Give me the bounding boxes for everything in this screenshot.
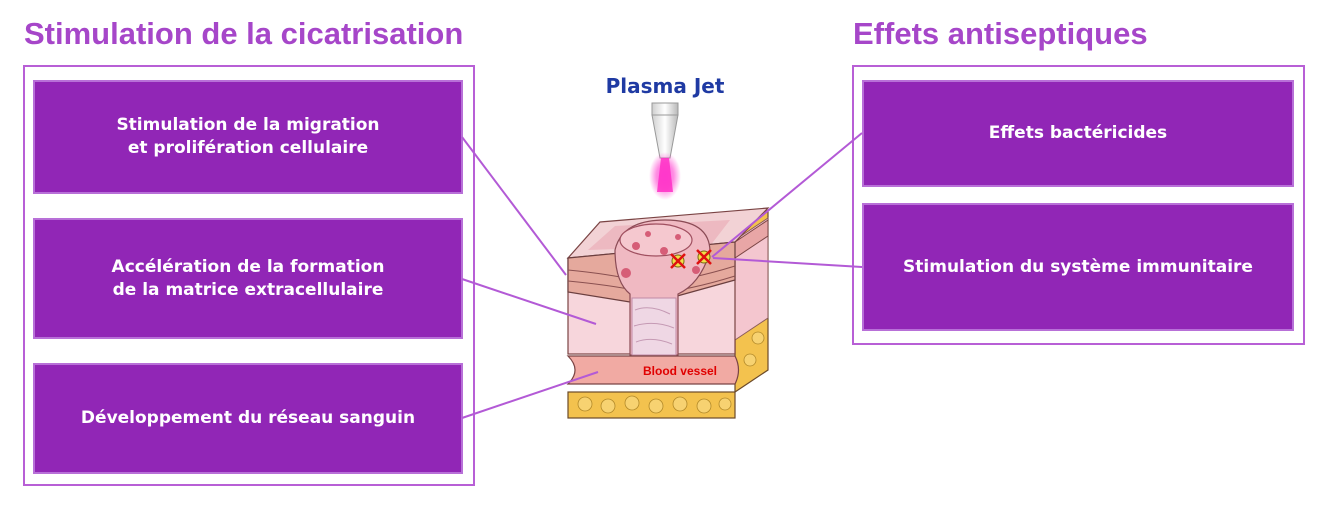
- extracellular-matrix-box: Accélération de la formation de la matri…: [33, 218, 463, 339]
- connector-migration: [461, 136, 567, 276]
- migration-proliferation-box: Stimulation de la migration et proliféra…: [33, 80, 463, 194]
- blood-vessel-label: Blood vessel: [643, 364, 717, 378]
- right-section-title: Effets antiseptiques: [853, 16, 1148, 51]
- plasma-jet-label: Plasma Jet: [606, 74, 725, 98]
- plasma-jet-beam: [657, 158, 673, 192]
- connector-matrix: [461, 278, 597, 325]
- blood-vessel: [566, 355, 740, 385]
- wound-skin-illustration: Plasma Jet: [566, 74, 770, 419]
- skin-block: [566, 207, 770, 419]
- bacteria-crossed-icon: [670, 249, 712, 269]
- connector-bactericidal: [711, 132, 863, 258]
- connector-immune: [712, 257, 863, 268]
- left-section-title: Stimulation de la cicatrisation: [24, 16, 464, 51]
- connector-blood-network: [461, 371, 599, 419]
- bactericidal-effects-box: Effets bactéricides: [862, 80, 1294, 187]
- immune-stimulation-box: Stimulation du système immunitaire: [862, 203, 1294, 331]
- plasma-jet-nozzle: [651, 102, 679, 159]
- blood-network-box: Développement du réseau sanguin: [33, 363, 463, 474]
